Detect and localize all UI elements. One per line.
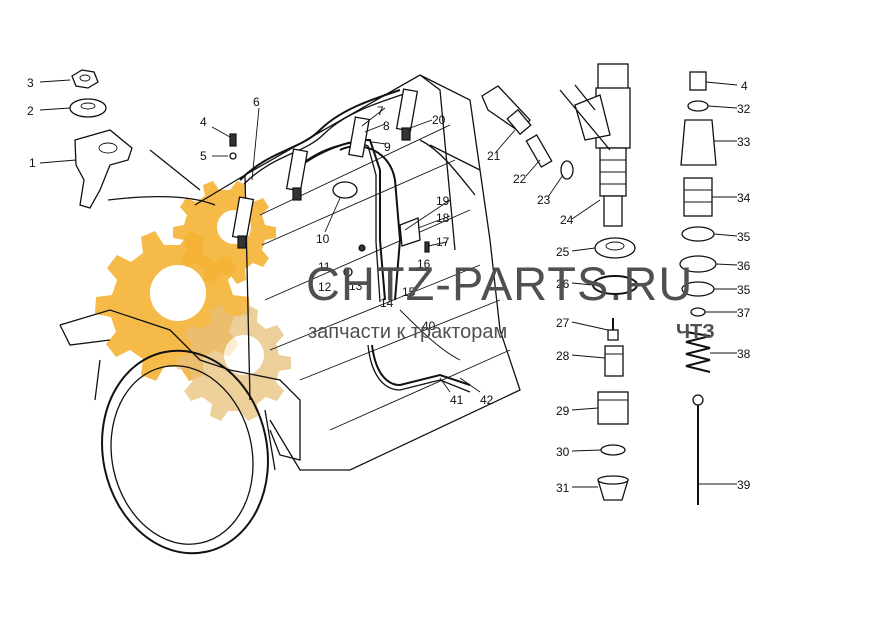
part-25-ring: [594, 237, 636, 259]
callout-20: 20: [432, 113, 446, 127]
callout-28: 28: [556, 349, 570, 363]
part-29-nut: [597, 391, 629, 425]
callout-33: 33: [737, 135, 751, 149]
part-32-washer: [687, 100, 709, 112]
callout-18: 18: [436, 211, 450, 225]
callout-41: 41: [450, 393, 464, 407]
part-4-bolt: [229, 133, 237, 147]
injector-cylinder-2: [285, 148, 309, 201]
callout-32: 32: [737, 102, 751, 116]
callout-7: 7: [377, 104, 384, 118]
callout-16: 16: [417, 257, 431, 271]
callout-36: 36: [737, 259, 751, 273]
callout-15: 15: [402, 285, 416, 299]
part-24-injector-body: [559, 63, 631, 227]
callout-24: 24: [560, 213, 574, 227]
part-3-nut: [71, 69, 99, 89]
callout-35-lower: 35: [737, 283, 751, 297]
watermark-brand: ЧТЗ: [676, 321, 715, 343]
part-27-needle: [607, 318, 619, 341]
callout-39: 39: [737, 478, 751, 492]
part-2-washer: [69, 98, 107, 118]
leader-lines: [39, 79, 738, 488]
callout-34: 34: [737, 191, 751, 205]
part-33-cap-nut: [680, 119, 717, 166]
callout-labels: 3 2 1 4 5 6 7 8 9 10 11 12 13 14 15 16 1…: [27, 76, 751, 495]
part-10-plate: [332, 181, 358, 199]
callout-42: 42: [480, 393, 494, 407]
part-31-cap: [597, 475, 629, 501]
callout-40: 40: [422, 319, 436, 333]
assembly-arrow-4: [429, 144, 481, 171]
part-18-clamp-bar: [399, 217, 421, 247]
assembly-arrow-2: [149, 149, 201, 191]
callout-29: 29: [556, 404, 570, 418]
callout-14: 14: [380, 296, 394, 310]
callout-30: 30: [556, 445, 570, 459]
callout-38: 38: [737, 347, 751, 361]
callout-19: 19: [436, 194, 450, 208]
callout-6: 6: [253, 95, 260, 109]
injector-cylinder-1: [231, 196, 255, 249]
part-17-bolt: [424, 241, 430, 253]
part-39-rod: [692, 394, 704, 505]
assembly-arrow-3: [419, 139, 476, 196]
callout-4: 4: [200, 115, 207, 129]
watermark-gear-medium-icon: [177, 305, 291, 421]
callout-13: 13: [349, 279, 363, 293]
callout-10: 10: [316, 232, 330, 246]
callout-5: 5: [200, 149, 207, 163]
callout-35-upper: 35: [737, 230, 751, 244]
part-12-washer: [343, 267, 353, 277]
part-1-clamp: [74, 129, 133, 209]
callout-23: 23: [537, 193, 551, 207]
watermark-subtitle: запчасти к тракторам: [308, 321, 507, 343]
callout-2: 2: [27, 104, 34, 118]
callout-37: 37: [737, 306, 751, 320]
callout-17: 17: [436, 235, 450, 249]
callout-1: 1: [29, 156, 36, 170]
fuel-lines: [239, 89, 471, 393]
part-4-cap-bolt: [689, 71, 707, 91]
part-34-sleeve: [683, 177, 713, 217]
callout-21: 21: [487, 149, 501, 163]
callout-8: 8: [383, 119, 390, 133]
callout-26: 26: [556, 277, 570, 291]
part-38-spring: [685, 331, 711, 373]
part-23-washer: [560, 160, 574, 180]
part-5-washer: [229, 152, 237, 160]
part-22-sleeve: [525, 134, 553, 168]
callout-11: 11: [318, 260, 331, 274]
callout-22: 22: [513, 172, 527, 186]
part-35-ring-upper: [681, 226, 715, 242]
injector-cylinder-4: [395, 88, 419, 141]
callout-27: 27: [556, 316, 570, 330]
callout-3: 3: [27, 76, 34, 90]
injector-cylinder-3: [348, 116, 370, 158]
flywheel-housing: [94, 349, 276, 555]
callout-12: 12: [318, 280, 332, 294]
assembly-arrow-1: [107, 196, 216, 206]
watermark-title: CHTZ-PARTS.RU: [306, 257, 693, 310]
part-28-guide: [604, 345, 624, 377]
part-11-bolt: [358, 244, 366, 252]
part-21-fitting: [481, 85, 532, 136]
callout-25: 25: [556, 245, 570, 259]
callout-9: 9: [384, 140, 391, 154]
callout-4-right: 4: [741, 79, 748, 93]
callout-31: 31: [556, 481, 570, 495]
part-30-ring: [600, 444, 626, 456]
